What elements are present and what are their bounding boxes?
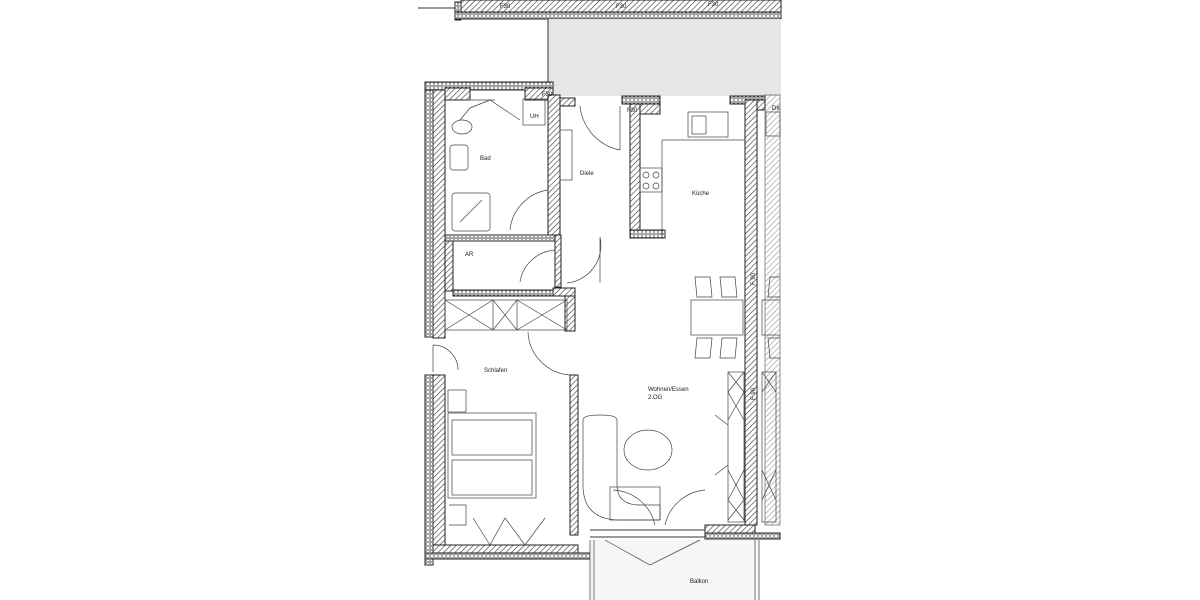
room-label-balkon: Balkon bbox=[690, 579, 708, 585]
dk-label: DK bbox=[772, 106, 780, 112]
room-label-ar: AR bbox=[465, 252, 474, 258]
wardrobe bbox=[444, 299, 568, 331]
bathroom-fixtures bbox=[449, 98, 573, 232]
room-label-wohnen: Wohnen/Essen bbox=[648, 387, 689, 393]
fire-rating-label: F 90 bbox=[751, 272, 757, 285]
room-labels: Bad Diele Küche AR Schlafen Wohnen/Essen… bbox=[465, 2, 780, 585]
floor-label: 2.OG bbox=[648, 395, 663, 401]
room-label-diele: Diele bbox=[580, 171, 594, 177]
uh-label: UH bbox=[530, 114, 539, 120]
top-wall bbox=[418, 0, 782, 21]
fire-rating-label: F30 bbox=[627, 108, 638, 114]
room-label-bad: Bad bbox=[480, 156, 491, 162]
kitchen-fixtures bbox=[639, 111, 781, 235]
dining-table bbox=[690, 276, 780, 359]
fire-rating-label: F 90 bbox=[751, 387, 757, 400]
shaded-area bbox=[548, 19, 781, 96]
living-furniture bbox=[582, 371, 777, 523]
room-label-schlafen: Schlafen bbox=[484, 368, 507, 374]
room-label-kueche: Küche bbox=[692, 191, 710, 197]
fire-rating-label: F30 bbox=[500, 4, 511, 10]
fire-rating-label: F30 bbox=[616, 4, 627, 10]
bed bbox=[447, 389, 546, 546]
fire-rating-label: F30 bbox=[708, 2, 719, 8]
exterior-walls bbox=[424, 81, 781, 566]
fire-rating-label: F30 bbox=[542, 92, 553, 98]
balcony bbox=[589, 529, 760, 600]
doors bbox=[432, 105, 706, 526]
